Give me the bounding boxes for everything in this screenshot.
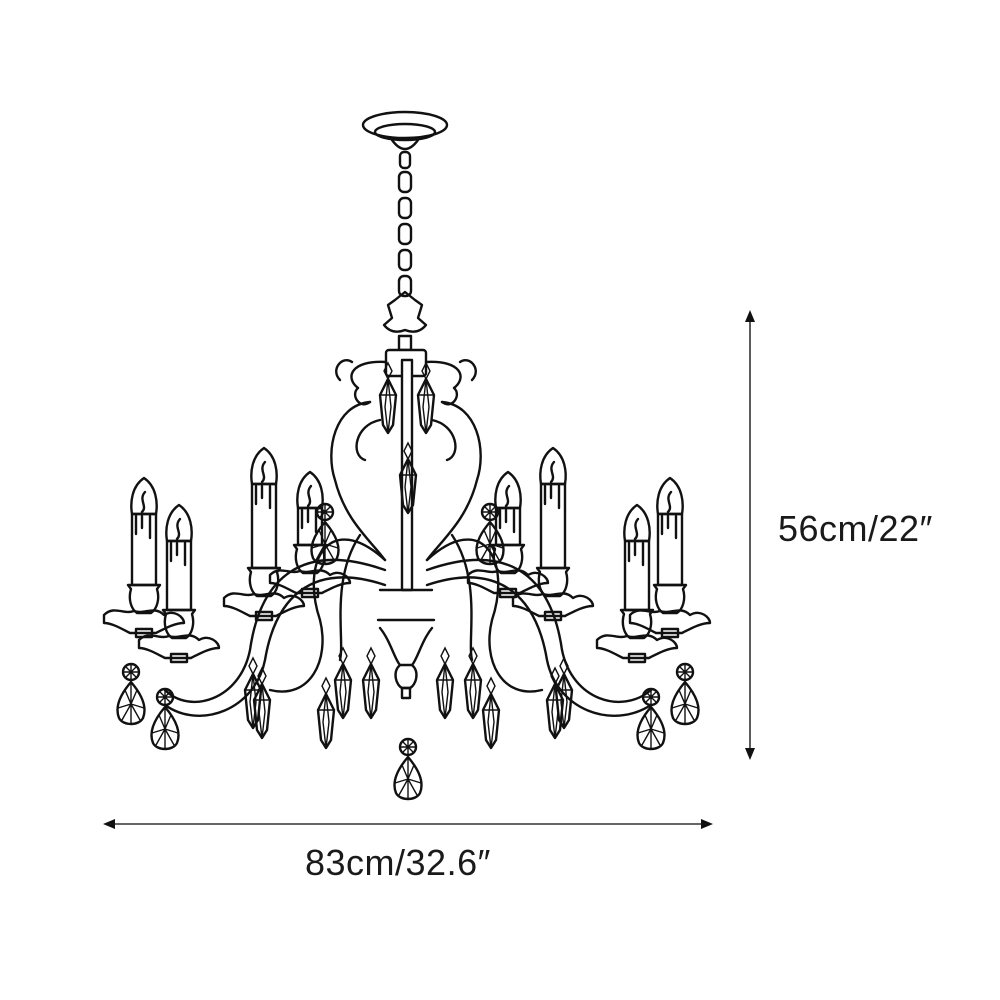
chain-link [397,196,413,220]
crystal-prism-icon [463,646,483,720]
candle [102,476,186,639]
crystal-drop-icon [636,687,666,751]
crystal-drop-icon [670,662,700,726]
crystal-prism-icon [333,646,353,720]
arms [163,533,653,717]
candle [628,476,712,639]
crystal-prism-icon [481,676,501,750]
crystal-drop-icon [393,737,423,801]
canopy [361,110,449,170]
crystal-prism-icon [361,646,381,720]
bulb-icon [494,470,522,510]
chain [397,170,413,298]
candle [466,470,550,599]
crystal-prism-icon [435,646,455,720]
height-dimension-label: 56cm/22″ [778,508,933,549]
bulb-icon [296,470,324,510]
body-bowl [376,588,436,700]
chain-link [397,274,413,298]
bulb-icon [623,503,651,543]
height-dimension-line [745,310,755,760]
bulb-icon [656,476,684,516]
chain-link [397,170,413,194]
chain-link [397,248,413,272]
candle [137,503,221,664]
crystal-prism-icon [316,676,336,750]
bulb-icon [250,446,278,486]
width-dimension-label: 83cm/32.6″ [305,842,491,883]
candle [595,503,679,664]
candle [511,446,595,622]
width-dimension-line [103,819,713,829]
bulb-icon [165,503,193,543]
chain-link [397,222,413,246]
bulb-icon [130,476,158,516]
crystal-drop-icon [116,662,146,726]
candle [222,446,306,622]
bulb-icon [539,446,567,486]
